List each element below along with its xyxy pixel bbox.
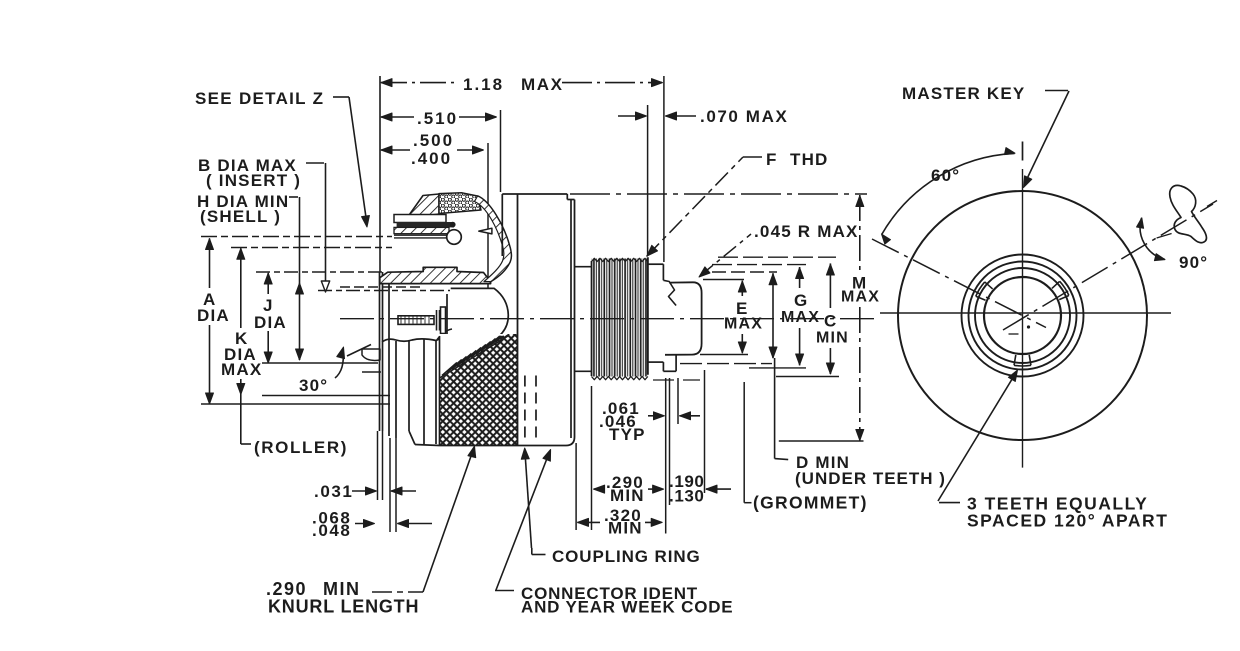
svg-text:3 TEETH EQUALLY: 3 TEETH EQUALLY	[967, 494, 1148, 514]
svg-text:.045 R MAX: .045 R MAX	[754, 222, 859, 241]
svg-text:CONNECTOR IDENT: CONNECTOR IDENT	[521, 584, 698, 603]
svg-text:30°: 30°	[299, 376, 328, 395]
svg-text:.400: .400	[411, 149, 452, 168]
svg-text:(SHELL ): (SHELL )	[200, 207, 281, 226]
svg-text:E: E	[736, 299, 749, 318]
svg-text:( INSERT ): ( INSERT )	[206, 171, 301, 190]
svg-text:.510: .510	[417, 109, 458, 128]
svg-text:M: M	[852, 274, 867, 293]
svg-text:K: K	[235, 329, 248, 348]
svg-text:.070 MAX: .070 MAX	[700, 107, 788, 126]
svg-text:.061: .061	[602, 399, 640, 418]
svg-text:THD: THD	[790, 150, 829, 169]
svg-text:MAX: MAX	[841, 289, 880, 306]
svg-text:.130: .130	[669, 487, 705, 506]
svg-text:(ROLLER): (ROLLER)	[254, 438, 348, 457]
svg-text:SPACED 120° APART: SPACED 120° APART	[967, 511, 1168, 531]
svg-text:.290: .290	[266, 579, 307, 599]
svg-text:(GROMMET): (GROMMET)	[753, 493, 868, 513]
svg-text:DIA: DIA	[224, 345, 257, 364]
svg-text:.048: .048	[312, 521, 352, 540]
svg-text:DIA: DIA	[197, 306, 230, 325]
svg-text:.031: .031	[314, 482, 354, 501]
svg-text:.320: .320	[604, 506, 642, 525]
svg-text:F: F	[766, 150, 778, 169]
svg-text:MAX: MAX	[521, 75, 564, 94]
svg-text:D MIN: D MIN	[796, 453, 850, 472]
svg-text:60°: 60°	[931, 166, 960, 185]
svg-text:COUPLING RING: COUPLING RING	[552, 547, 701, 566]
svg-text:1.18: 1.18	[463, 75, 504, 94]
svg-text:TYP: TYP	[609, 425, 646, 444]
svg-text:MIN: MIN	[610, 486, 645, 505]
svg-text:.500: .500	[413, 131, 454, 150]
svg-text:.190: .190	[669, 472, 705, 491]
svg-text:MAX: MAX	[781, 309, 820, 326]
svg-text:J: J	[263, 296, 274, 315]
svg-text:SEE DETAIL Z: SEE DETAIL Z	[195, 89, 324, 108]
svg-text:H DIA MIN: H DIA MIN	[197, 192, 289, 211]
svg-text:C: C	[824, 312, 837, 331]
svg-text:MIN: MIN	[816, 330, 849, 347]
svg-text:G: G	[794, 291, 808, 310]
svg-text:A: A	[203, 290, 216, 309]
svg-text:(UNDER TEETH ): (UNDER TEETH )	[795, 469, 946, 488]
svg-text:MIN: MIN	[608, 519, 643, 538]
svg-text:MIN: MIN	[323, 579, 361, 599]
svg-text:MAX: MAX	[724, 316, 763, 333]
svg-text:B DIA MAX: B DIA MAX	[198, 156, 297, 175]
svg-text:90°: 90°	[1179, 253, 1208, 272]
svg-text:.068: .068	[312, 509, 352, 528]
svg-text:KNURL LENGTH: KNURL LENGTH	[268, 597, 419, 617]
svg-text:DIA: DIA	[254, 313, 287, 332]
svg-text:MASTER KEY: MASTER KEY	[902, 84, 1025, 103]
svg-text:.290: .290	[606, 473, 644, 492]
svg-text:MAX: MAX	[221, 360, 262, 379]
svg-text:.046: .046	[599, 412, 637, 431]
svg-text:AND YEAR WEEK CODE: AND YEAR WEEK CODE	[521, 598, 733, 617]
